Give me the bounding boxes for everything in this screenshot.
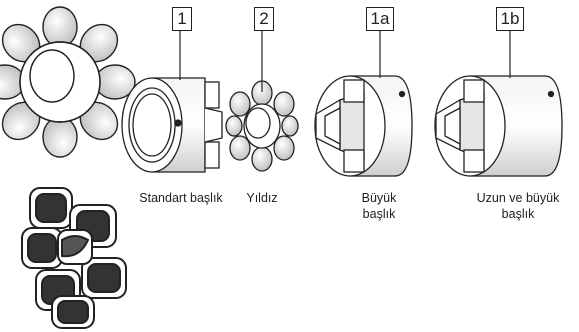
label-text-2: 2 [259,9,269,28]
label-text-1a: 1a [370,9,390,28]
spider-exploded-view [21,187,127,329]
spider-lobe [42,6,78,48]
label-box-1: 1 [172,7,192,31]
long-large-hub-drawing [434,75,563,177]
caption-spider: Yıldız [246,191,278,205]
spider-face-view [0,6,136,158]
label-box-2: 2 [254,7,274,31]
spider-drawing [225,80,299,172]
label-box-1b: 1b [496,7,524,31]
standard-hub-drawing [121,77,223,173]
label-box-1a: 1a [366,7,394,31]
label-text-1b: 1b [500,9,520,28]
label-text-1: 1 [177,9,187,28]
caption-long-large-hub: Uzun ve büyük başlık [476,191,560,221]
caption-standard-hub: Standart başlık [139,191,223,205]
caption-large-hub: Büyük başlık [361,191,397,221]
leader-lines [179,30,511,92]
large-hub-drawing [314,75,413,177]
